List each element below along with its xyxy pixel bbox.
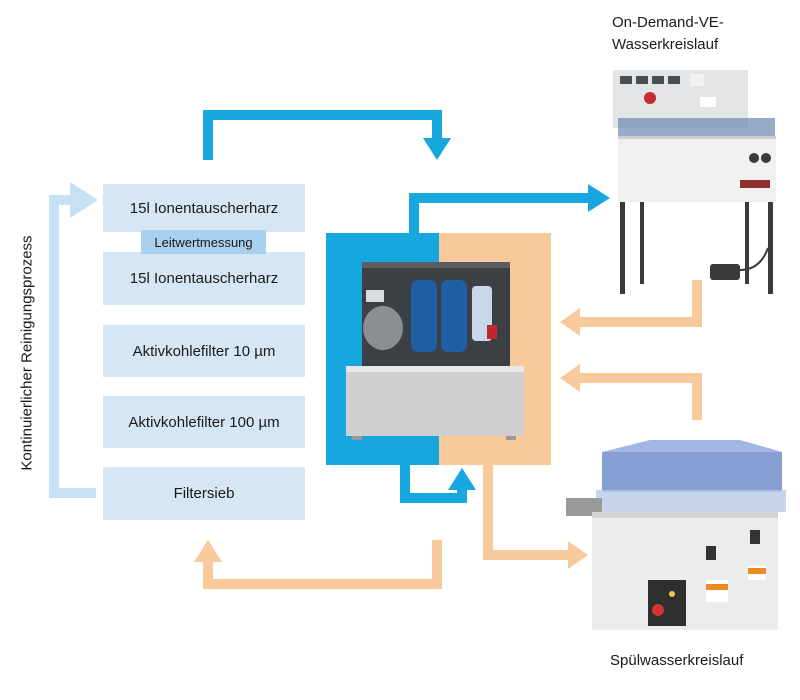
orange-arrow-return-top bbox=[578, 280, 702, 327]
blue-arrow-bottom bbox=[400, 465, 467, 503]
rinse-circuit-label: Spülwasserkreislauf bbox=[610, 652, 744, 669]
filter-ion-exchange-2: 15l Ionentauscherharz bbox=[103, 252, 305, 305]
rinse-machine-image bbox=[566, 440, 786, 630]
orange-arrow-to-filters bbox=[203, 540, 442, 589]
filter-activated-carbon-100: Aktivkohlefilter 100 µm bbox=[103, 396, 305, 448]
filter-label: Aktivkohlefilter 10 µm bbox=[132, 342, 276, 360]
orange-arrow-return-bottom bbox=[578, 373, 702, 420]
on-demand-label: On-Demand-VE- Wasserkreislauf bbox=[612, 14, 724, 53]
blue-arrow-top bbox=[203, 110, 442, 160]
filter-ion-exchange-1: 15l Ionentauscherharz bbox=[103, 184, 305, 232]
on-demand-machine-image bbox=[613, 70, 776, 294]
filter-label: Filtersieb bbox=[173, 485, 235, 502]
blue-arrow-to-machine bbox=[409, 193, 590, 233]
filter-sieve: Filtersieb bbox=[103, 467, 305, 520]
filter-activated-carbon-10: Aktivkohlefilter 10 µm bbox=[103, 325, 305, 377]
orange-arrow-to-machine bbox=[483, 465, 570, 560]
purification-unit-image bbox=[346, 262, 524, 440]
filter-label: 15l Ionentauscherharz bbox=[129, 199, 279, 217]
conductivity-tag: Leitwertmessung bbox=[141, 230, 266, 254]
filter-label: 15l Ionentauscherharz bbox=[129, 270, 279, 287]
filter-label: Aktivkohlefilter 100 µm bbox=[128, 413, 280, 431]
tag-label: Leitwertmessung bbox=[154, 234, 253, 250]
